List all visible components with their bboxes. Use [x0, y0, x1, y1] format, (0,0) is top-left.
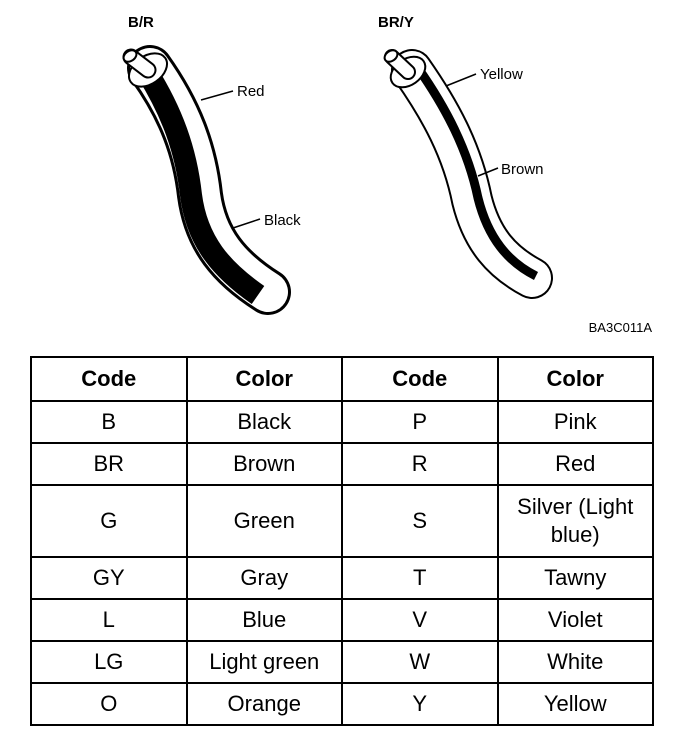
table-header-row: Code Color Code Color	[30, 356, 654, 402]
cell-code: BR	[30, 442, 188, 486]
table-row: LG Light green W White	[30, 640, 654, 684]
wire1-code: B/R	[128, 14, 154, 31]
wire2-label-brown: Brown	[501, 161, 544, 178]
table-row: BR Brown R Red	[30, 442, 654, 486]
wire-bry-illustration	[383, 49, 553, 299]
cell-color: Pink	[496, 400, 654, 444]
cell-color: Violet	[496, 598, 654, 642]
cell-code: T	[341, 556, 499, 600]
figure-code: BA3C011A	[589, 320, 653, 335]
wire-color-figure: B/R BR/Y Red Black Yellow Brown BA3C011A	[122, 14, 653, 335]
cell-color: Blue	[185, 598, 343, 642]
wire-color-code-table: Code Color Code Color B Black P Pink BR …	[30, 356, 654, 726]
cell-code: B	[30, 400, 188, 444]
cell-color: Brown	[185, 442, 343, 486]
cell-code: R	[341, 442, 499, 486]
table-row: B Black P Pink	[30, 400, 654, 444]
wire-br-illustration	[122, 45, 291, 315]
leader-red	[200, 90, 234, 101]
wire1-label-black: Black	[264, 212, 301, 229]
table-row: L Blue V Violet	[30, 598, 654, 642]
cell-color: Orange	[185, 682, 343, 726]
cell-code: LG	[30, 640, 188, 684]
wire1-label-red: Red	[237, 83, 265, 100]
cell-color: Yellow	[496, 682, 654, 726]
cell-code: Y	[341, 682, 499, 726]
cell-code: G	[30, 484, 188, 558]
cell-color: Gray	[185, 556, 343, 600]
cell-color: Green	[185, 484, 343, 558]
table-row: GY Gray T Tawny	[30, 556, 654, 600]
table-row: O Orange Y Yellow	[30, 682, 654, 726]
cell-code: L	[30, 598, 188, 642]
cell-color: Tawny	[496, 556, 654, 600]
header-color-1: Color	[185, 356, 343, 402]
cell-code: W	[341, 640, 499, 684]
header-code-1: Code	[30, 356, 188, 402]
header-code-2: Code	[341, 356, 499, 402]
cell-code: GY	[30, 556, 188, 600]
table-row: G Green S Silver (Light blue)	[30, 484, 654, 558]
cell-color: Light green	[185, 640, 343, 684]
cell-code: S	[341, 484, 499, 558]
leader-yellow	[445, 73, 477, 87]
wire2-label-yellow: Yellow	[480, 66, 523, 83]
cell-color: White	[496, 640, 654, 684]
cell-code: O	[30, 682, 188, 726]
wire2-code: BR/Y	[378, 14, 414, 31]
cell-color: Silver (Light blue)	[496, 484, 654, 558]
leader-black	[232, 218, 261, 229]
cell-color: Red	[496, 442, 654, 486]
cell-color: Black	[185, 400, 343, 444]
cell-code: V	[341, 598, 499, 642]
leader-brown	[477, 167, 499, 177]
cell-code: P	[341, 400, 499, 444]
header-color-2: Color	[496, 356, 654, 402]
